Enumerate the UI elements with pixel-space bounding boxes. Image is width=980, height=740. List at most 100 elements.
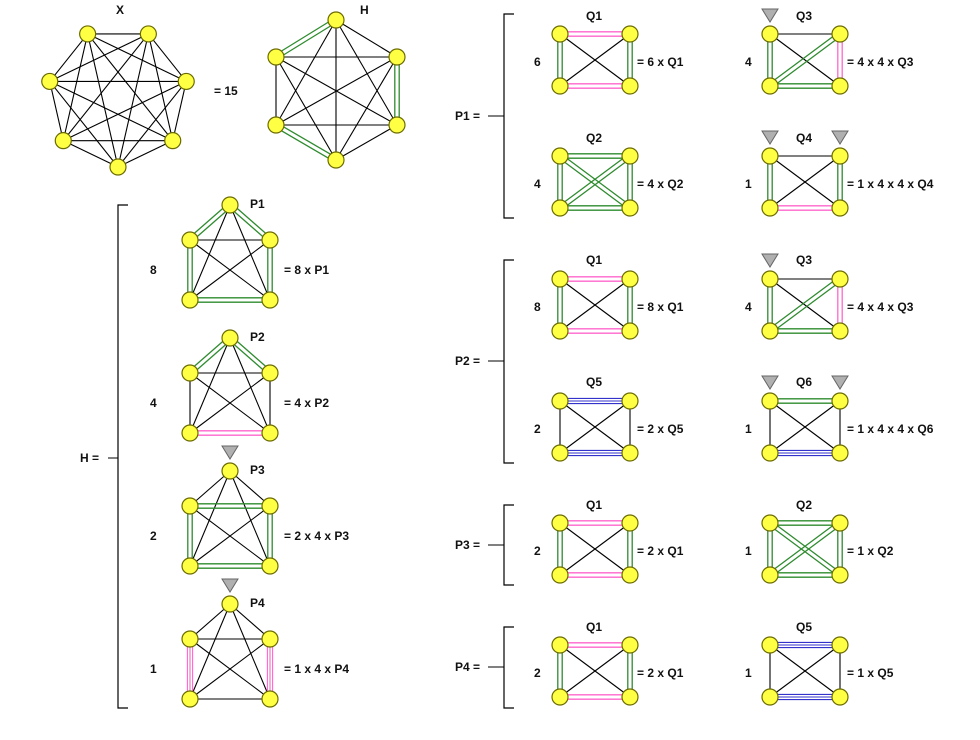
h-row-2-mult: 4 [150,396,157,410]
graph-edge [189,239,271,301]
highlighted-edge [770,641,840,649]
graph-vertex [551,636,569,654]
graph-vertex [388,48,406,66]
p2-item-1-result: = 8 x Q1 [637,300,684,314]
graph-vertex [831,688,849,706]
highlighted-edge [557,645,563,697]
highlighted-edge [770,83,840,89]
highlighted-edge [190,297,270,303]
highlighted-edge [768,520,842,578]
highlighted-edge [837,279,843,331]
highlighted-edge [837,523,843,575]
p3-decomp-bracket [503,504,514,586]
highlighted-edge [557,34,563,86]
p4-item-1-mult: 2 [534,666,541,680]
highlighted-edge [560,328,630,334]
graph-vertex [831,270,849,288]
graph-edge [87,33,119,168]
graph-edge [172,81,187,141]
highlighted-edge [770,693,840,701]
highlighted-edge [768,520,842,578]
graph-edge [49,33,149,82]
graph-edge [49,81,64,141]
graph-vertex [621,392,639,410]
p2-decomposition: P2 = 8 Q1 = 8 x Q1 4 Q3 = 4 x 4 x Q3 2 Q… [455,253,934,464]
highlighted-edge [770,520,840,526]
p2-graph-q3 [761,253,849,340]
marker-triangle-icon [761,8,779,23]
graph-edge [62,33,149,141]
graph-edge [147,33,174,141]
graph-edge [189,372,271,434]
graph-h-label: H [360,3,369,17]
highlighted-edge [266,639,274,699]
p2-item-4-mult: 1 [745,422,752,436]
graph-vertex [761,688,779,706]
graph-edge [189,638,271,700]
p3-graph-q2 [761,514,849,584]
graph-vertex [221,196,239,214]
p1-item-2-result: = 4 x 4 x Q3 [847,55,914,69]
highlighted-edge [274,122,338,163]
graph-vertex [551,688,569,706]
p3-item-2-result: = 1 x Q2 [847,544,894,558]
graph-vertex [139,25,157,43]
graph-vertex [181,690,199,708]
highlighted-edge [770,328,840,334]
graph-vertex [621,322,639,340]
highlighted-edge [627,645,633,697]
graph-vertex [181,557,199,575]
p2-item-3-mult: 2 [534,422,541,436]
p2-graph-q1 [551,270,639,340]
graph-vertex [261,557,279,575]
marker-triangle-icon [221,578,239,593]
p2-decomp-bracket [503,259,514,464]
graph-vertex [621,270,639,288]
p2-decomp-lhs: P2 = [455,354,480,368]
p2-graph-q5 [551,392,639,462]
graph-vertex [551,566,569,584]
p1-item-4-mult: 1 [745,177,752,191]
p2-item-4-label: Q6 [796,375,812,389]
graph-edge [117,33,149,168]
graph-edge [229,603,271,640]
highlighted-edge [557,523,563,575]
highlighted-edge [188,202,232,243]
graph-vertex [761,636,779,654]
h-row-1-mult: 8 [150,263,157,277]
p1-item-4-label: Q4 [796,131,812,145]
p3-graph-q1 [551,514,639,584]
graph-vertex [761,25,779,43]
graph-vertex [831,566,849,584]
graph-edge [559,33,631,87]
highlighted-edge [186,639,194,699]
graph-vertex [164,132,182,150]
graph-edge [63,80,187,142]
graph-vertex [551,147,569,165]
p1-item-3-result: = 4 x Q2 [637,177,684,191]
highlighted-edge [768,276,842,334]
highlighted-edge [557,279,563,331]
p4-item-2-label: Q5 [796,620,812,634]
highlighted-edge [560,642,630,648]
p1-item-3-label: Q2 [586,131,602,145]
graph-vertex [181,424,199,442]
graph-edge [229,470,271,507]
highlighted-edge [767,279,773,331]
highlighted-edge [767,523,773,575]
p4-item-2-mult: 1 [745,666,752,680]
highlighted-edge [770,398,840,404]
highlighted-edge [188,335,232,376]
graph-vertex [551,322,569,340]
h-row-3-result: = 2 x 4 x P3 [284,529,349,543]
p1-decomp-lhs: P1 = [455,109,480,123]
p1-decomposition: P1 = 6 Q1 = 6 x Q1 4 Q3 = 4 x 4 x Q3 4 Q… [455,8,934,219]
graph-vertex [551,25,569,43]
graph-edge [229,470,271,567]
graph-x [41,25,195,176]
graph-edge [49,33,89,82]
graph-vertex [551,270,569,288]
highlighted-edge [560,205,630,211]
